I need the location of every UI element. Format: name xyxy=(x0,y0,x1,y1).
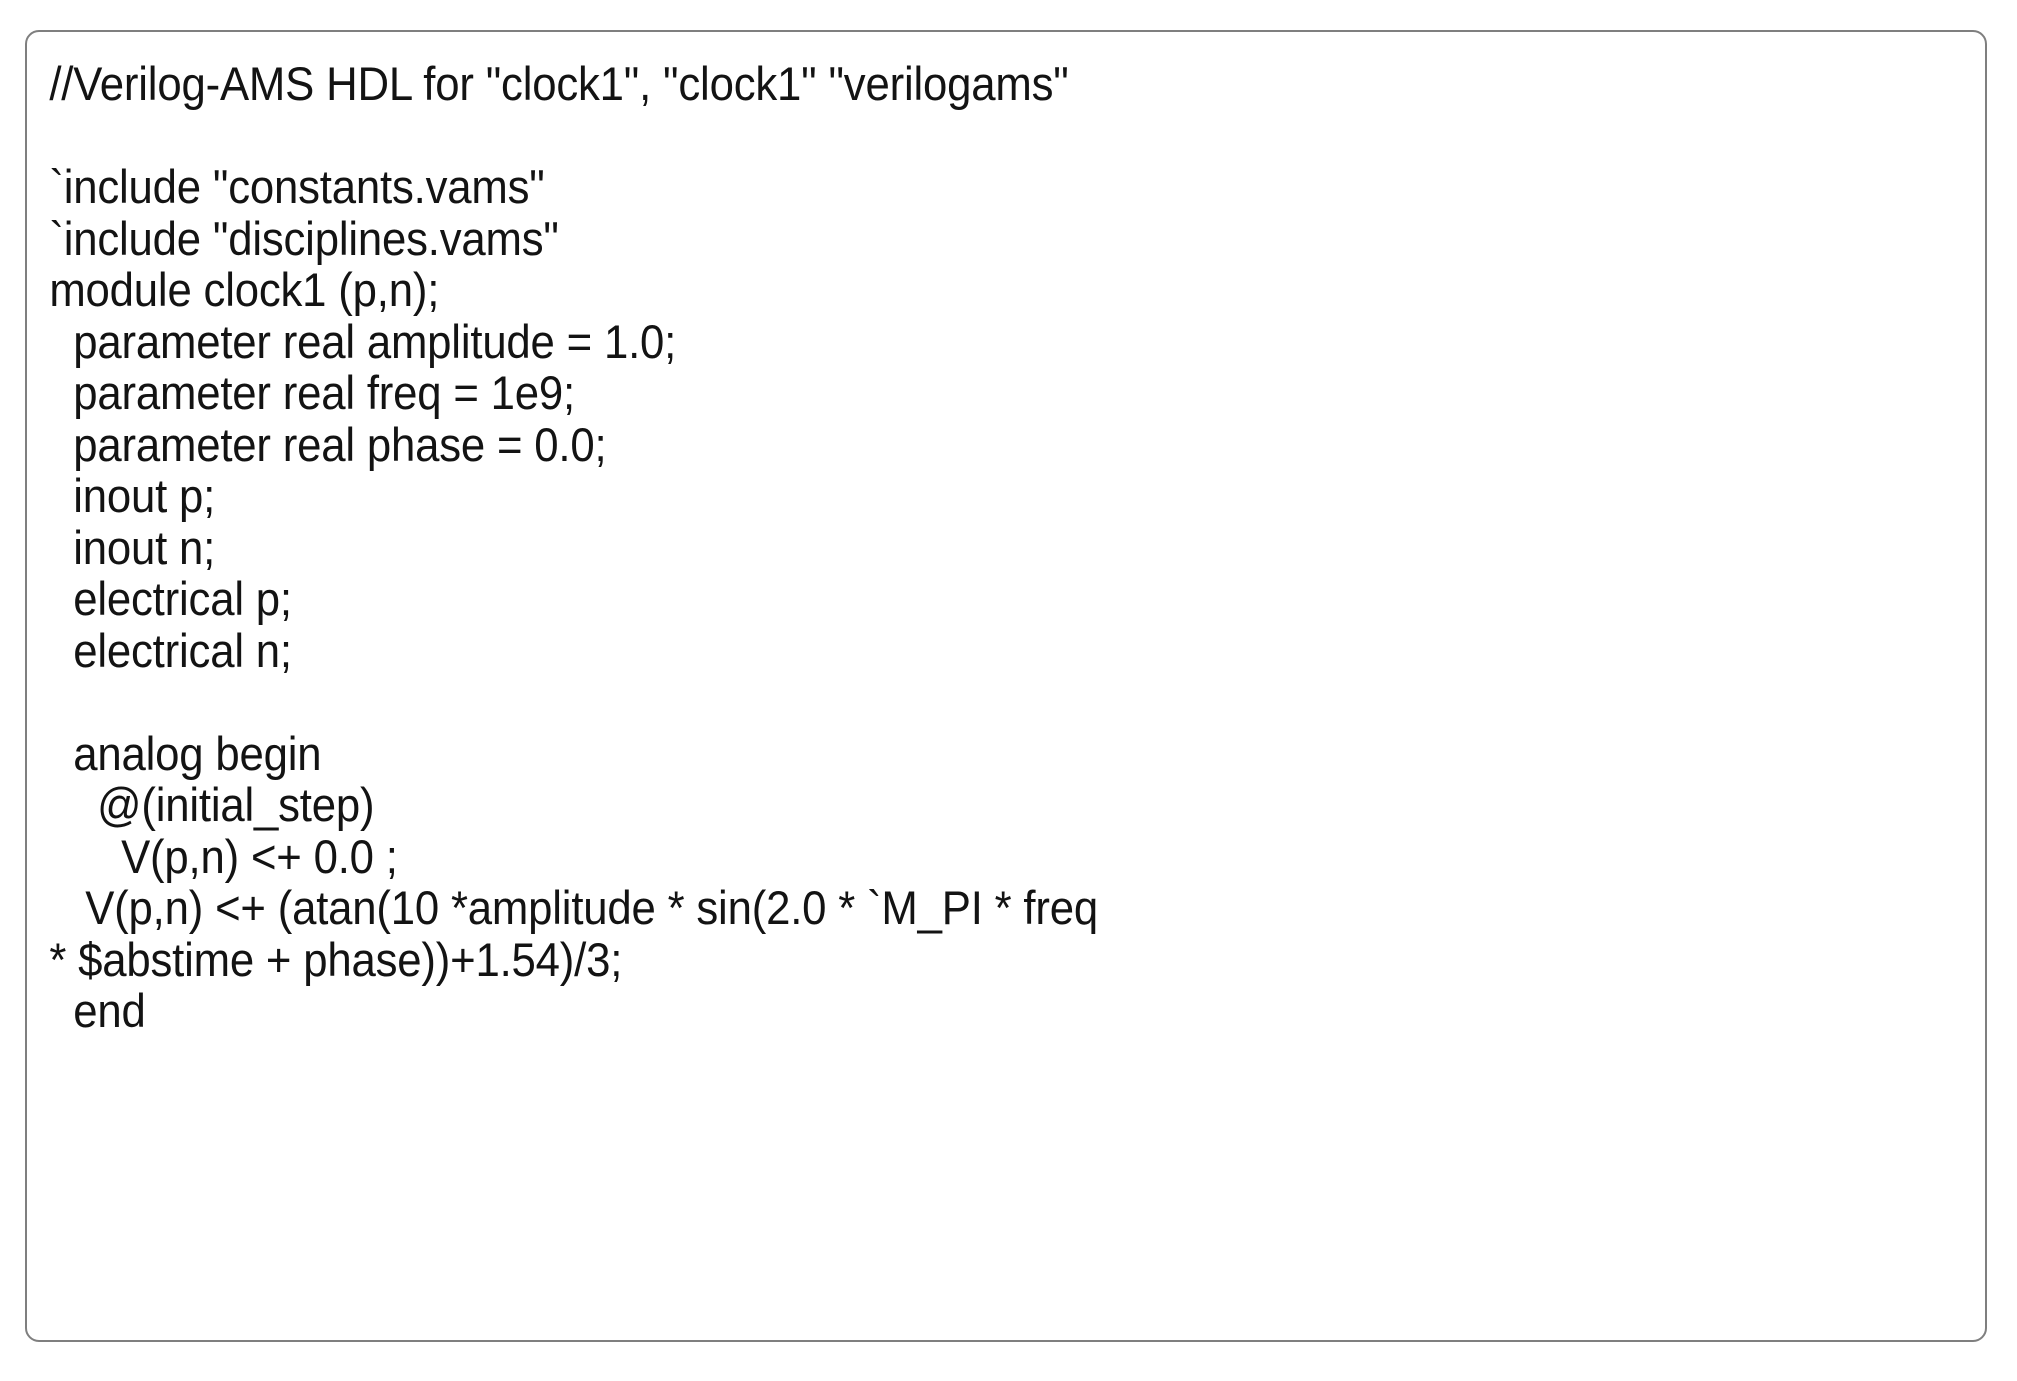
code-line: parameter real phase = 0.0; xyxy=(49,417,607,471)
code-line: inout n; xyxy=(49,520,216,574)
code-line: `include "disciplines.vams" xyxy=(49,211,559,265)
code-line: V(p,n) <+ (atan(10 *amplitude * sin(2.0 … xyxy=(49,881,1098,934)
code-line: electrical n; xyxy=(49,623,292,677)
code-line: parameter real freq = 1e9; xyxy=(49,366,576,419)
code-panel: //Verilog-AMS HDL for "clock1", "clock1"… xyxy=(25,30,1987,1342)
code-line: @(initial_step) xyxy=(49,778,375,831)
code-line: //Verilog-AMS HDL for "clock1", "clock1"… xyxy=(49,57,1069,110)
code-line: parameter real amplitude = 1.0; xyxy=(49,314,677,368)
code-line: analog begin xyxy=(49,726,322,780)
code-line xyxy=(27,110,1848,162)
code-line: end xyxy=(49,984,146,1037)
code-line: `include "constants.vams" xyxy=(49,160,545,213)
code-listing[interactable]: //Verilog-AMS HDL for "clock1", "clock1"… xyxy=(27,32,1985,1037)
code-line: inout p; xyxy=(49,469,216,522)
code-line: electrical p; xyxy=(49,572,292,625)
code-line xyxy=(27,676,1848,728)
code-line: module clock1 (p,n); xyxy=(49,263,440,316)
code-line: V(p,n) <+ 0.0 ; xyxy=(49,829,398,883)
code-line: * $abstime + phase))+1.54)/3; xyxy=(49,932,623,986)
